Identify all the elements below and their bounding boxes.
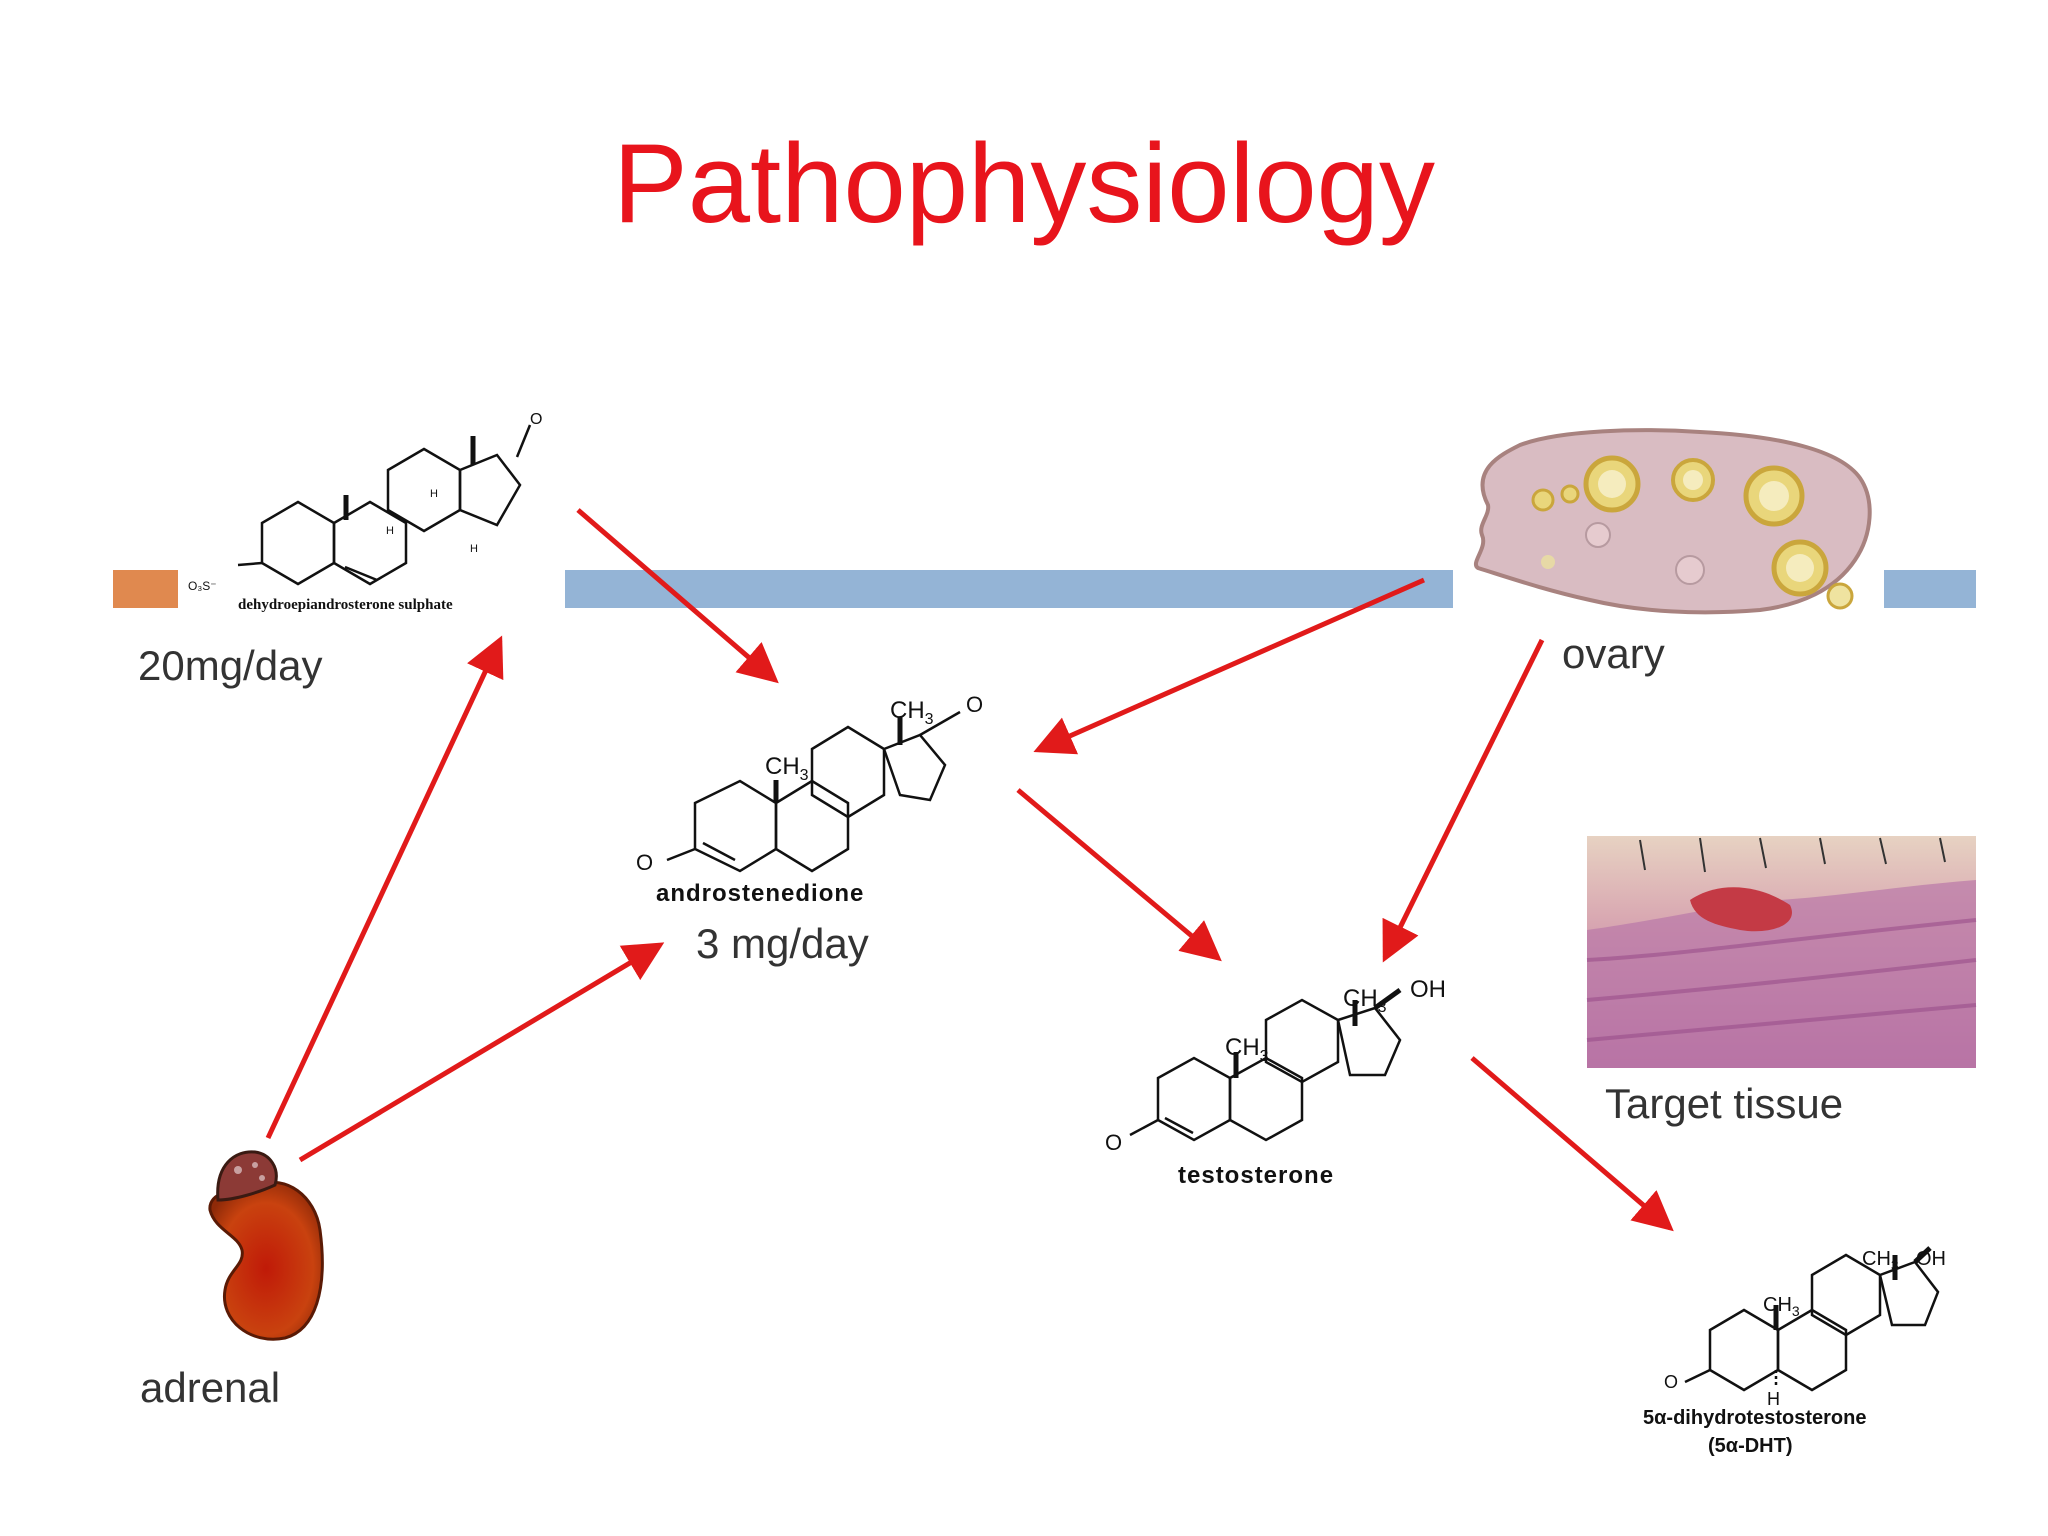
andro-oxygen-label-1: O (966, 692, 983, 717)
dht-name: 5α-dihydrotestosterone (1643, 1407, 1867, 1429)
dht-structure (1684, 1246, 1940, 1392)
dheas-structure (237, 424, 532, 586)
arrow-ovary-to-testo (1382, 638, 1545, 963)
arrow-andro-to-testo (1016, 788, 1222, 962)
andro-ch3-label-2: CH3 (765, 753, 809, 784)
dheas-name: dehydroepiandrosterone sulphate (238, 597, 453, 613)
arrow-adrenal-to-andro (298, 942, 665, 1163)
dheas-h-label-1: H (386, 525, 394, 537)
ovary-illustration (1474, 428, 1872, 615)
dht-oh-label: OH (1916, 1248, 1946, 1270)
androstenedione-structure (666, 710, 961, 873)
dht-oxygen-label: O (1664, 1372, 1678, 1392)
testosterone-name: testosterone (1178, 1162, 1335, 1189)
dheas-h-label-2: H (430, 488, 438, 500)
dht-ch3-label-2: CH3 (1763, 1294, 1800, 1319)
target-tissue-label: Target tissue (1605, 1080, 1844, 1127)
testo-ch3-label-1: CH3 (1343, 985, 1387, 1016)
blue-bar-right (1884, 570, 1976, 608)
adrenal-illustration (208, 1150, 324, 1341)
testosterone-structure (1129, 987, 1402, 1142)
andro-oxygen-label-2: O (636, 850, 653, 875)
slide-title: Pathophysiology (613, 121, 1435, 246)
arrow-adrenal-to-dheas (265, 635, 504, 1140)
androstenedione-amount: 3 mg/day (696, 920, 869, 967)
ovary-label: ovary (1562, 630, 1665, 677)
target-tissue-image (1586, 836, 1977, 1068)
dht-abbrev: (5α-DHT) (1708, 1435, 1793, 1457)
dheas-h-label-3: H (470, 543, 478, 555)
dheas-amount: 20mg/day (138, 642, 323, 689)
dht-ch3-label-1: CH3 (1862, 1248, 1899, 1273)
pathway-arrows (265, 508, 1674, 1232)
testo-oh-label: OH (1410, 976, 1446, 1003)
arrow-ovary-to-andro (1033, 577, 1426, 755)
orange-block (113, 570, 178, 608)
andro-ch3-label-1: CH3 (890, 697, 934, 728)
dheas-sulphate-label: O₃S⁻ (188, 579, 217, 593)
androstenedione-name: androstenedione (656, 880, 865, 907)
arrow-testo-to-dht (1470, 1056, 1674, 1232)
adrenal-label: adrenal (140, 1364, 281, 1411)
dht-h-label: H (1767, 1389, 1780, 1409)
testo-ch3-label-2: CH3 (1225, 1034, 1269, 1065)
dheas-oxygen-label: O (530, 411, 542, 428)
arrow-dheas-to-andro (576, 508, 779, 684)
testo-oxygen-label: O (1105, 1130, 1122, 1155)
blue-bar-middle (565, 570, 1453, 608)
